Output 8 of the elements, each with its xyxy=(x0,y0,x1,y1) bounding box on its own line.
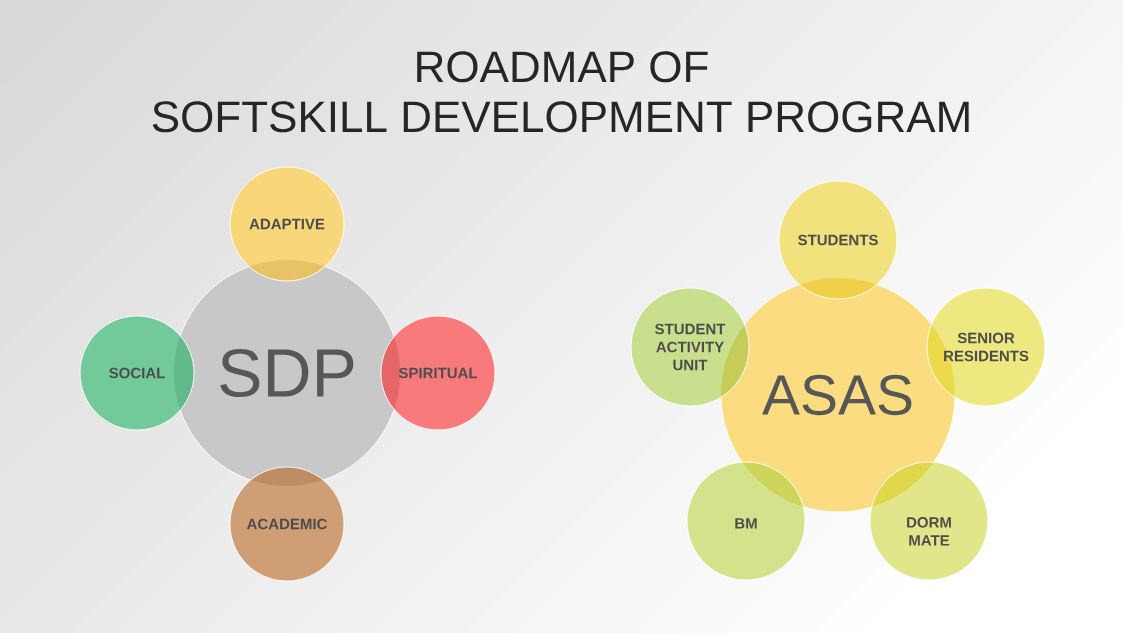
node-label: BM xyxy=(735,518,757,529)
node-label: STUDENTS xyxy=(798,234,878,246)
node-label: DORM MATE xyxy=(907,517,951,546)
node-label: ACADEMIC xyxy=(246,518,327,530)
node-label: SOCIAL xyxy=(109,367,165,379)
title: ROADMAP OF SOFTSKILL DEVELOPMENT PROGRAM xyxy=(152,51,969,133)
node-label: ADAPTIVE xyxy=(249,218,325,230)
node-label: SPIRITUAL xyxy=(398,367,478,379)
